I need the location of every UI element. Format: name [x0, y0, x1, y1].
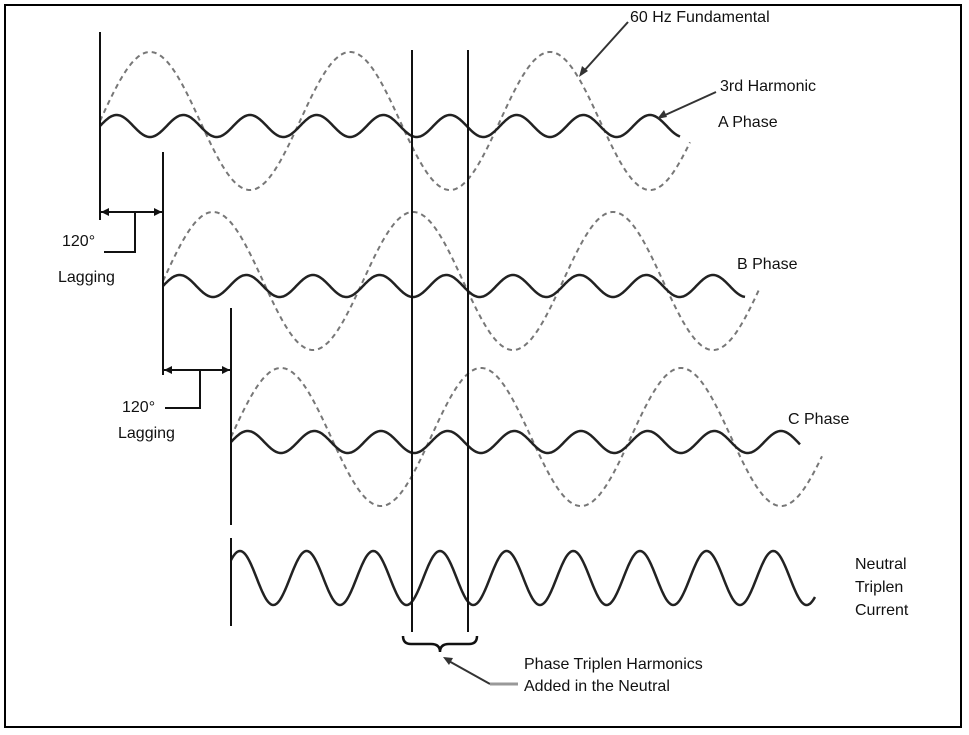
- c-phase-label: C Phase: [788, 411, 850, 428]
- triplen-label-2: Added in the Neutral: [524, 678, 670, 695]
- lag1-arrowhead-right: [154, 208, 162, 216]
- lag2-arrowhead-right: [222, 366, 230, 374]
- b-phase-fundamental-wave: [162, 211, 761, 351]
- lag1-text: Lagging: [58, 269, 115, 286]
- fundamental-pointer-line: [582, 21, 629, 73]
- b-phase-label: B Phase: [737, 256, 798, 273]
- triplen-pointer-arrowhead: [443, 657, 453, 665]
- lag1-leader-line: [104, 212, 136, 253]
- neutral-label-3: Current: [855, 602, 909, 619]
- lag2-leader-line: [165, 370, 201, 409]
- diagram-frame: [4, 4, 962, 728]
- triplen-pointer-line: [446, 659, 491, 685]
- a-phase-fundamental-wave: [99, 51, 691, 191]
- triplen-label-1: Phase Triplen Harmonics: [524, 656, 703, 673]
- neutral-label-1: Neutral: [855, 556, 907, 573]
- harmonic-pointer-line: [662, 91, 717, 117]
- c-phase-third-harmonic-wave: [230, 429, 801, 455]
- a-phase-third-harmonic-wave: [99, 113, 681, 139]
- c-phase-fundamental-wave: [230, 367, 823, 507]
- lag2-degrees: 120°: [122, 399, 156, 416]
- lag2-text: Lagging: [118, 425, 175, 442]
- third-harmonic-label: 3rd Harmonic: [720, 78, 817, 95]
- lag1-degrees: 120°: [62, 233, 96, 250]
- fundamental-pointer-arrowhead: [579, 66, 588, 77]
- neutral-label-2: Triplen: [855, 579, 904, 596]
- neutral-triplen-current-wave: [229, 549, 817, 607]
- b-phase-third-harmonic-wave: [162, 273, 746, 299]
- fundamental-label: 60 Hz Fundamental: [630, 9, 770, 26]
- a-phase-label: A Phase: [718, 114, 778, 131]
- harmonic-pointer-arrowhead: [657, 110, 667, 119]
- lag1-arrowhead-left: [101, 208, 109, 216]
- lag2-arrowhead-left: [164, 366, 172, 374]
- triplen-brace: [401, 635, 479, 653]
